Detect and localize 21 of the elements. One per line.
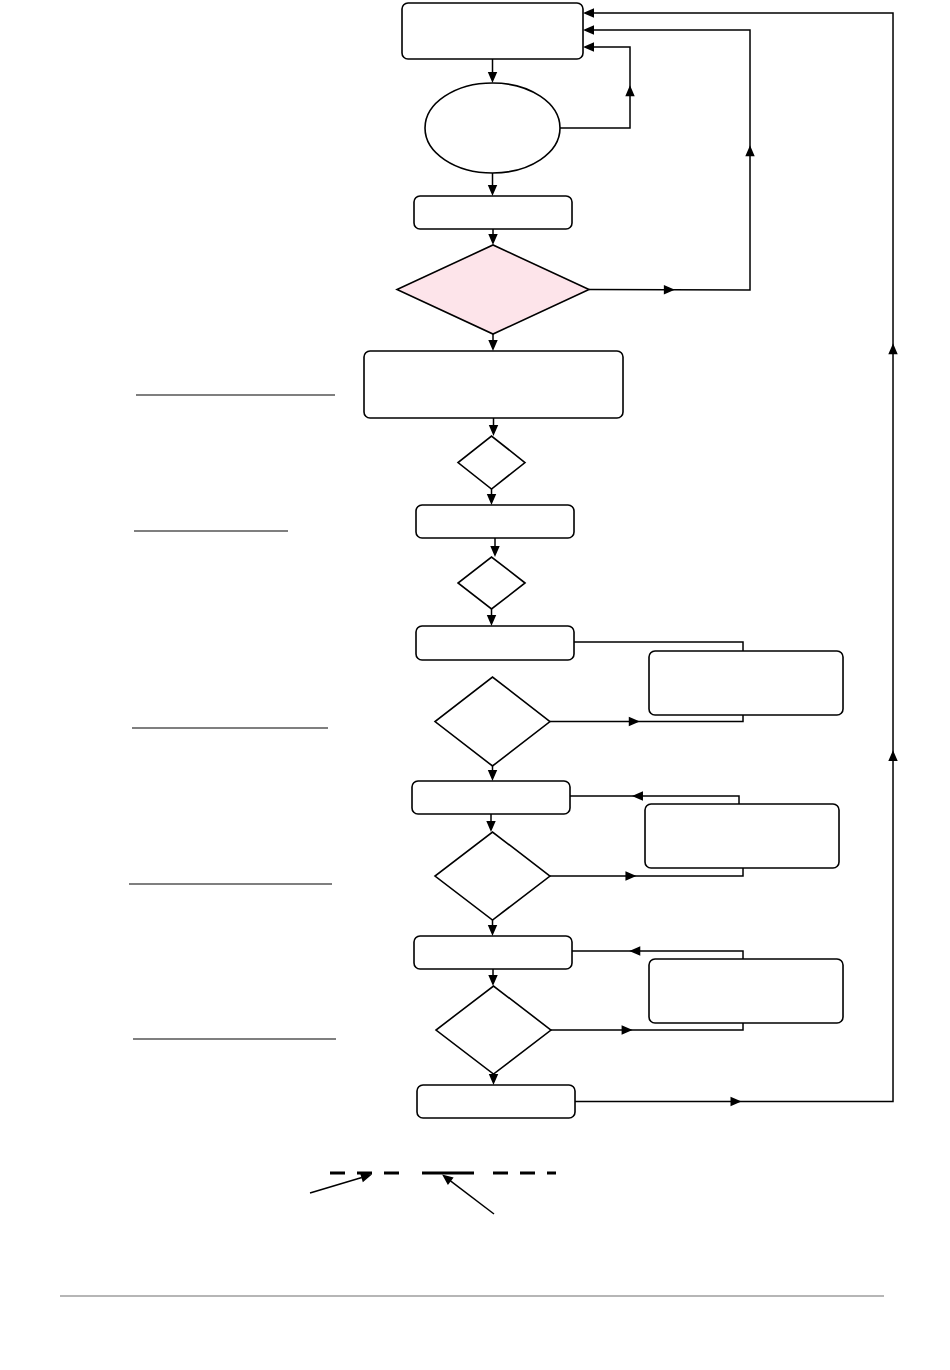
process-box	[401, 2, 584, 60]
process-box	[415, 504, 575, 539]
process-box	[648, 958, 844, 1024]
process-box	[413, 935, 573, 970]
connector-line	[573, 641, 744, 652]
arrow	[571, 946, 744, 960]
process-box	[415, 625, 575, 661]
process-box	[411, 780, 571, 815]
arrow	[549, 867, 744, 881]
process-box	[648, 650, 844, 716]
solid-line	[422, 1171, 474, 1175]
process-box	[644, 803, 840, 869]
dashed-line	[330, 1171, 400, 1175]
arrow	[550, 1022, 744, 1035]
process-box	[416, 1084, 576, 1119]
oval	[424, 82, 561, 174]
process-box	[413, 195, 573, 230]
leader-arrow	[442, 1174, 495, 1215]
process-box	[363, 350, 624, 419]
arrow	[559, 42, 635, 129]
arrow	[569, 791, 740, 805]
